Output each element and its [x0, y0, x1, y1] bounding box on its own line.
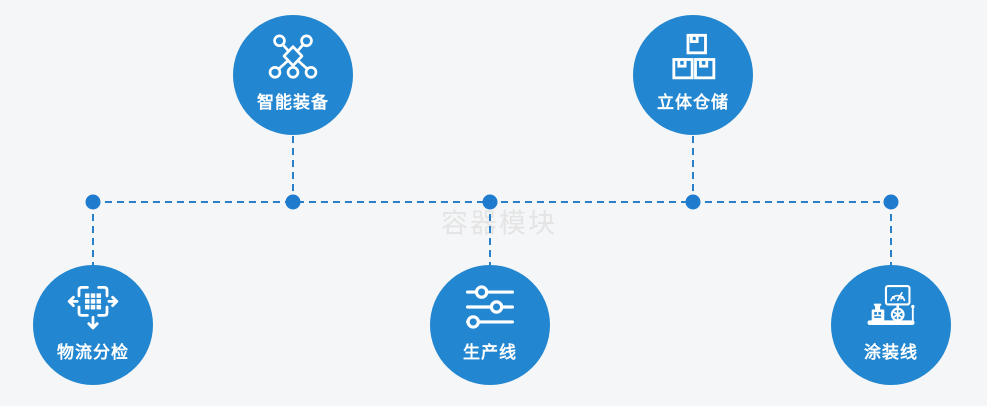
node-logistics-sorting[interactable]: 物流分检 [33, 265, 153, 385]
junction-dot [685, 194, 701, 210]
node-stereo-warehouse[interactable]: 立体仓储 [633, 15, 753, 135]
network-nodes-icon [266, 30, 320, 83]
node-label: 生产线 [463, 343, 517, 363]
machine-station-icon [859, 280, 923, 333]
junction-dot [85, 194, 101, 210]
node-label: 物流分检 [57, 343, 129, 363]
junction-dot [285, 194, 301, 210]
warehouse-boxes-icon [668, 30, 718, 83]
junction-dot [883, 194, 899, 210]
node-label: 涂装线 [864, 343, 918, 363]
node-label: 立体仓储 [657, 93, 729, 113]
sliders-icon [462, 280, 518, 333]
node-production-line[interactable]: 生产线 [430, 265, 550, 385]
node-painting-line[interactable]: 涂装线 [831, 265, 951, 385]
node-intelligent-equipment[interactable]: 智能装备 [233, 15, 353, 135]
sorting-arrows-icon [65, 280, 121, 333]
watermark-text: 容器模块 [441, 208, 557, 240]
node-label: 智能装备 [257, 93, 329, 113]
